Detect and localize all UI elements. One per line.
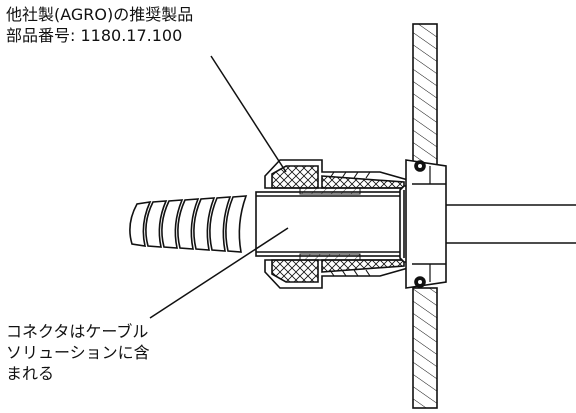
callout-bottom-line-3: まれる <box>6 364 55 383</box>
callout-bottom-line-2: ソリューションに含 <box>6 343 150 362</box>
callout-connector-included: コネクタはケーブル ソリューションに含 まれる <box>6 321 150 384</box>
callout-top-line-2: 部品番号: 1180.17.100 <box>6 26 183 45</box>
leader-line-top <box>210 55 287 173</box>
leader-line-bottom <box>149 227 289 319</box>
callout-recommended-product: 他社製(AGRO)の推奨製品 部品番号: 1180.17.100 <box>6 4 193 46</box>
cable <box>428 204 576 244</box>
callout-top-line-1: 他社製(AGRO)の推奨製品 <box>6 5 194 24</box>
corrugated-conduit <box>128 195 250 253</box>
callout-bottom-line-1: コネクタはケーブル <box>6 322 149 341</box>
cable-gland <box>255 159 447 289</box>
leader-lines <box>149 55 289 319</box>
enclosure-wall <box>412 23 438 409</box>
